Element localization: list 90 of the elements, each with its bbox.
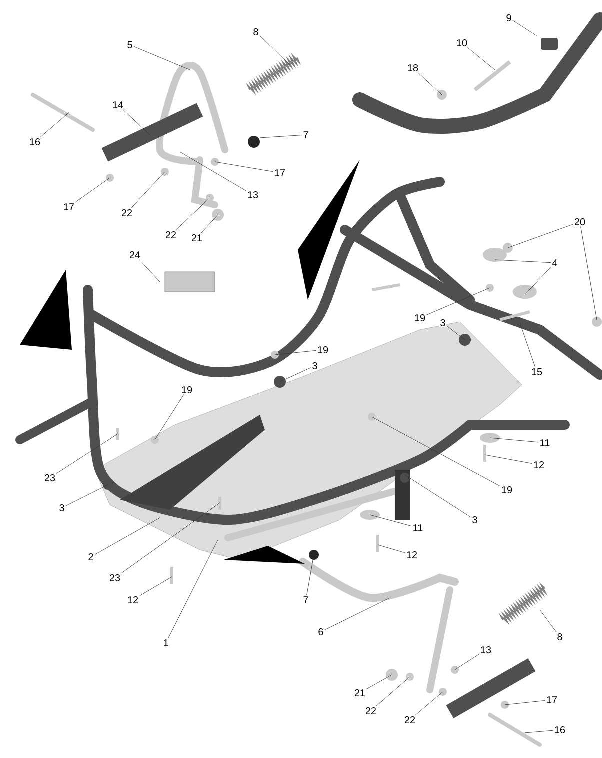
leader-line <box>94 518 160 555</box>
leader-line <box>454 654 480 670</box>
leader-line <box>214 162 274 172</box>
callout-number: 21 <box>190 234 204 242</box>
callout-number: 6 <box>317 627 325 637</box>
leader-line <box>446 326 466 340</box>
callout-number: 14 <box>111 100 125 110</box>
callout-number: 24 <box>128 250 142 260</box>
leader-line <box>504 700 546 706</box>
leader-line <box>540 610 557 632</box>
callout-number: 3 <box>58 503 66 513</box>
callout-number: 23 <box>108 573 122 583</box>
leader-line <box>426 288 490 316</box>
leader-line <box>40 112 70 138</box>
leader-line <box>122 109 150 136</box>
callout-number: 20 <box>573 217 587 227</box>
callout-number: 3 <box>311 361 319 371</box>
leader-line <box>260 36 290 66</box>
leader-line <box>494 260 552 264</box>
callout-number: 7 <box>302 130 310 140</box>
callout-number: 19 <box>180 385 194 395</box>
callout-number: 22 <box>164 230 178 240</box>
leader-line <box>66 484 108 506</box>
leader-line <box>56 434 118 474</box>
leader-line <box>134 46 190 70</box>
callout-number: 17 <box>545 696 559 704</box>
callout-number: 12 <box>532 460 546 470</box>
callout-number: 22 <box>364 706 378 716</box>
leader-line <box>520 322 536 368</box>
callout-number: 7 <box>302 596 310 604</box>
callout-number: 8 <box>252 27 260 37</box>
callout-number: 17 <box>62 202 76 212</box>
leader-line <box>418 72 442 96</box>
leader-line <box>274 350 316 356</box>
leader-line <box>404 474 472 518</box>
leader-line <box>280 368 312 382</box>
callout-number: 19 <box>316 345 330 355</box>
callout-number: 3 <box>471 515 479 525</box>
leader-line <box>121 502 220 574</box>
callout-number: 2 <box>87 552 95 562</box>
leader-line <box>378 544 406 554</box>
callout-number: 1 <box>162 638 170 648</box>
leader-line <box>512 20 538 36</box>
callout-number: 5 <box>126 40 134 50</box>
leader-line <box>370 514 412 526</box>
leader-line <box>176 198 210 231</box>
leader-line <box>484 454 532 464</box>
callout-number: 23 <box>43 473 57 483</box>
callout-number: 3 <box>439 318 447 328</box>
callout-number: 22 <box>403 716 417 724</box>
callout-number: 10 <box>455 38 469 48</box>
leader-line <box>468 48 496 70</box>
leader-line <box>140 576 172 596</box>
leader-line <box>131 172 166 209</box>
leader-line <box>372 416 500 487</box>
callout-number: 11 <box>538 438 552 448</box>
leader-line <box>306 554 314 596</box>
leader-line <box>366 674 392 690</box>
callout-number: 19 <box>500 485 514 495</box>
leader-line <box>168 540 218 639</box>
callout-number: 15 <box>530 368 544 376</box>
leader-line <box>415 692 444 716</box>
leader-line <box>524 267 552 296</box>
leader-line <box>154 394 184 440</box>
callout-number: 19 <box>413 313 427 323</box>
leader-line <box>201 214 218 234</box>
leader-line <box>75 178 110 203</box>
leader-line <box>139 259 160 282</box>
callout-number: 21 <box>353 688 367 698</box>
callout-number: 13 <box>246 190 260 200</box>
callout-number: 8 <box>556 632 564 642</box>
leader-line <box>376 676 410 707</box>
leader-line <box>580 226 598 320</box>
callout-number: 16 <box>553 725 567 735</box>
leader-line <box>490 438 539 443</box>
callout-number: 22 <box>120 208 134 218</box>
callout-number: 12 <box>126 596 140 604</box>
callout-number: 16 <box>28 137 42 147</box>
callout-number: 4 <box>551 258 559 268</box>
callout-number: 9 <box>505 13 513 23</box>
callout-number: 17 <box>273 168 287 178</box>
leader-line <box>324 598 390 630</box>
callout-number: 11 <box>412 524 424 532</box>
leader-line <box>260 135 302 138</box>
callout-number: 13 <box>479 645 493 655</box>
callout-number: 12 <box>405 550 419 560</box>
leader-line <box>524 730 554 734</box>
leader-line <box>508 224 574 248</box>
callout-number: 18 <box>406 63 420 73</box>
leader-line <box>180 152 246 192</box>
